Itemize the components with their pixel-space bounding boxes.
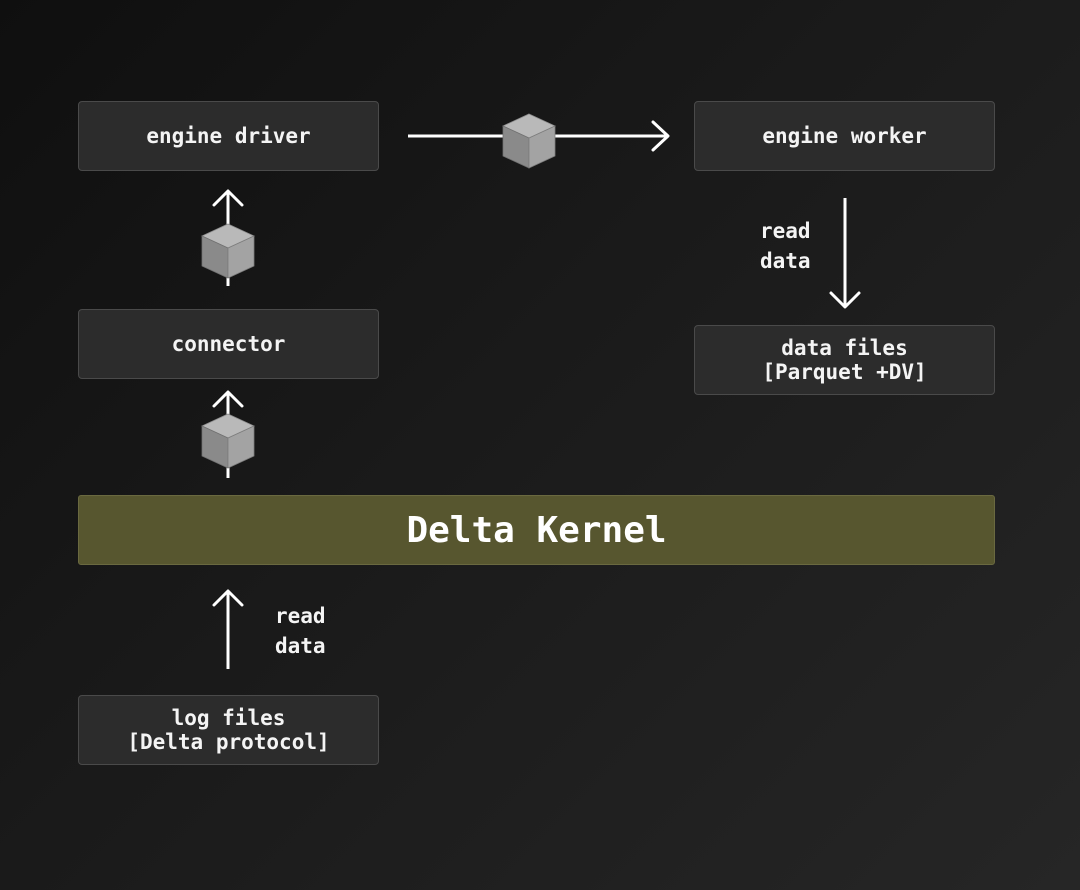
- data-cube-icon: [201, 223, 255, 279]
- read-data-label-worker: read data: [760, 219, 811, 273]
- data-cube-icon: [201, 413, 255, 469]
- data-cube-icon: [502, 113, 556, 169]
- log-files-to-kernel-arrow: [212, 589, 244, 669]
- log-files-protocol-label: [Delta protocol]: [127, 730, 330, 754]
- delta-kernel-bar: Delta Kernel: [78, 495, 995, 565]
- connector-label: connector: [171, 332, 286, 356]
- worker-to-data-files-arrow: [829, 198, 861, 309]
- engine-worker-label: engine worker: [762, 124, 927, 148]
- driver-to-worker-arrow: [408, 113, 670, 169]
- delta-kernel-label: Delta Kernel: [406, 509, 667, 551]
- engine-driver-label: engine driver: [146, 124, 311, 148]
- engine-worker-box: engine worker: [694, 101, 995, 171]
- log-files-label: log files: [171, 706, 286, 730]
- kernel-to-connector-arrow: [201, 390, 255, 478]
- connector-box: connector: [78, 309, 379, 379]
- data-files-label: data files: [781, 336, 908, 360]
- connector-to-driver-arrow: [201, 189, 255, 286]
- log-files-box: log files [Delta protocol]: [78, 695, 379, 765]
- data-files-box: data files [Parquet +DV]: [694, 325, 995, 395]
- read-data-label-log: read data: [275, 604, 326, 658]
- data-files-format-label: [Parquet +DV]: [762, 360, 927, 384]
- engine-driver-box: engine driver: [78, 101, 379, 171]
